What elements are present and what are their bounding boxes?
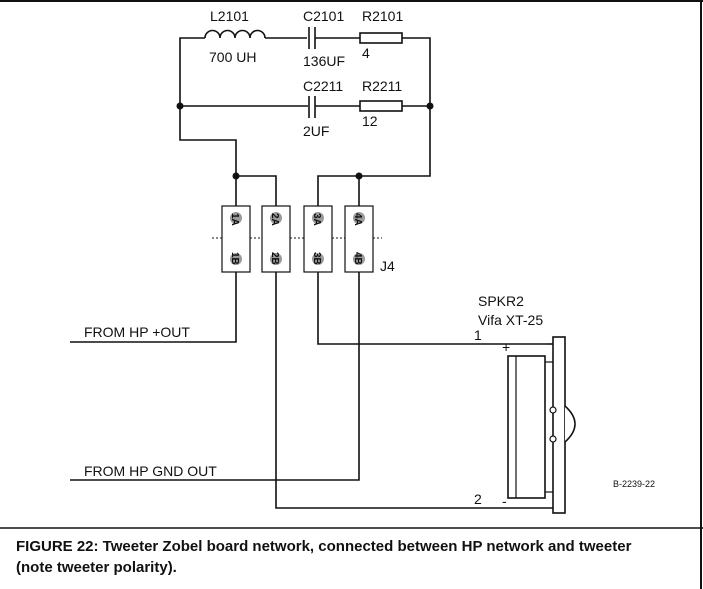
wire-3a-4a [317,175,359,206]
l2101-value: 700 UH [209,49,256,65]
pin-3b-label: 3B [311,252,322,265]
c2101-value: 136UF [303,53,345,69]
c2211-ref: C2211 [303,78,343,94]
pin-4b-label: 4B [352,252,363,265]
wire-speaker-minus [275,272,553,509]
top-branch [179,27,431,106]
input-hp-gnd-label: FROM HP GND OUT [84,463,217,479]
resistor-r2101 [359,32,403,44]
wire-1a-2a [236,175,277,206]
figure-caption-line1: Tweeter Zobel board network, connected b… [99,538,632,555]
l2101-ref: L2101 [210,8,249,24]
figure-caption-label: FIGURE 22: [16,538,99,555]
drawing-number: B-2239-22 [613,479,655,489]
pin-2b-label: 2B [269,252,280,265]
c2101-ref: C2101 [303,8,344,24]
inductor-l2101 [204,29,266,39]
wire-top-left [179,37,205,106]
r2101-ref: R2101 [362,8,403,24]
wire-speaker-plus [317,272,553,345]
wire-hp-plus [70,272,237,343]
capacitor-c2101 [308,27,316,49]
resistor-r2211 [359,100,403,112]
pin-1a-label: 1A [229,213,240,226]
speaker-pin1: 1 [474,327,482,343]
pin-1b-label: 1B [229,252,240,265]
wire-right-to-4a [358,106,431,206]
r2211-value: 12 [362,113,378,129]
speaker-plus: + [502,339,510,355]
speaker-spkr2: SPKR2 Vifa XT-25 1 + 2 - [474,293,576,514]
capacitor-c2211 [308,96,316,118]
speaker-dome [564,405,576,443]
wire-hp-gnd [70,272,360,481]
c2211-value: 2UF [303,123,329,139]
connector-j4: 1A 2A 3A 4A 1B 2B 3B 4B J4 [210,205,395,274]
input-hp-plus-label: FROM HP +OUT [84,324,190,340]
pin-4a-label: 4A [352,213,363,226]
speaker-ref: SPKR2 [478,293,524,309]
r2101-value: 4 [362,45,370,61]
speaker-frame [552,336,566,514]
pin-2a-label: 2A [269,213,280,226]
speaker-magnet [507,355,546,499]
figure-caption: FIGURE 22: Tweeter Zobel board network, … [16,538,632,555]
speaker-pin2: 2 [474,491,482,507]
pin-3a-label: 3A [311,213,322,226]
wire-left-to-1a [179,106,237,206]
second-branch [180,96,430,118]
r2211-ref: R2211 [362,78,402,94]
connector-ref: J4 [380,258,395,274]
speaker-minus: - [502,493,507,509]
figure-caption-line2: (note tweeter polarity). [16,559,177,576]
speaker-model: Vifa XT-25 [478,312,543,328]
wire-top-right [402,37,431,106]
